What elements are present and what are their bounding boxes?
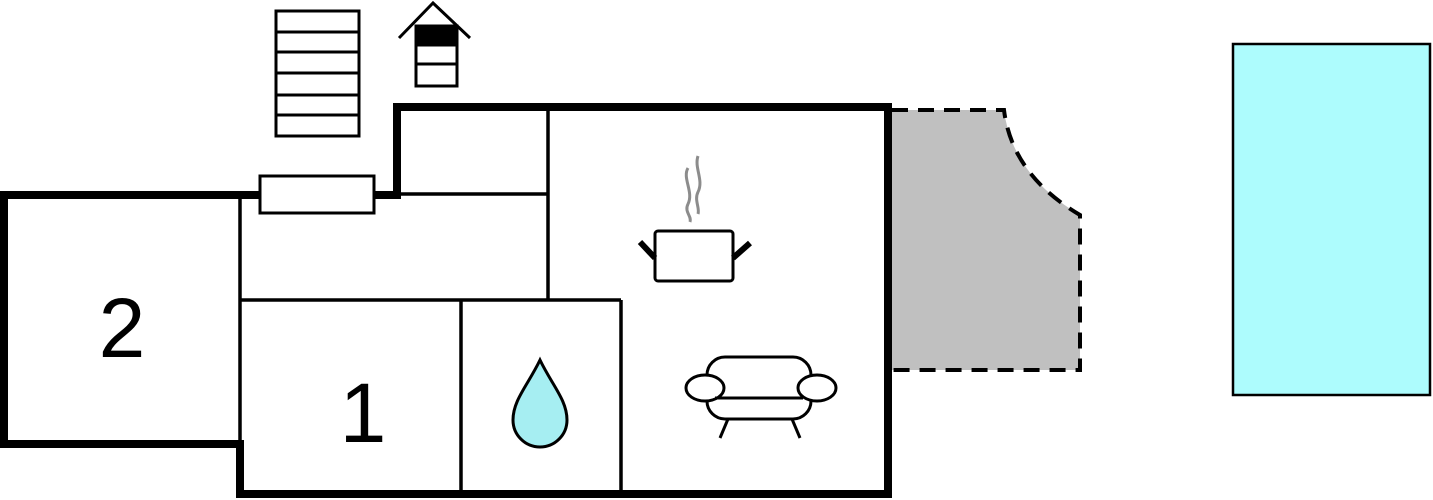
inner-walls bbox=[238, 110, 623, 492]
pool bbox=[1231, 42, 1432, 397]
entrance-icon bbox=[397, 0, 472, 88]
cooking-pot-icon bbox=[637, 155, 752, 283]
stairs-icon bbox=[274, 9, 361, 138]
water-drop-icon bbox=[511, 356, 569, 449]
sofa-icon bbox=[684, 355, 838, 439]
terrace-border bbox=[892, 108, 1082, 372]
room-1-label: 1 bbox=[340, 366, 387, 460]
window-icon bbox=[258, 174, 376, 215]
terrace bbox=[892, 110, 1080, 370]
room-2-label: 2 bbox=[99, 281, 146, 375]
outer-walls bbox=[0, 103, 892, 498]
